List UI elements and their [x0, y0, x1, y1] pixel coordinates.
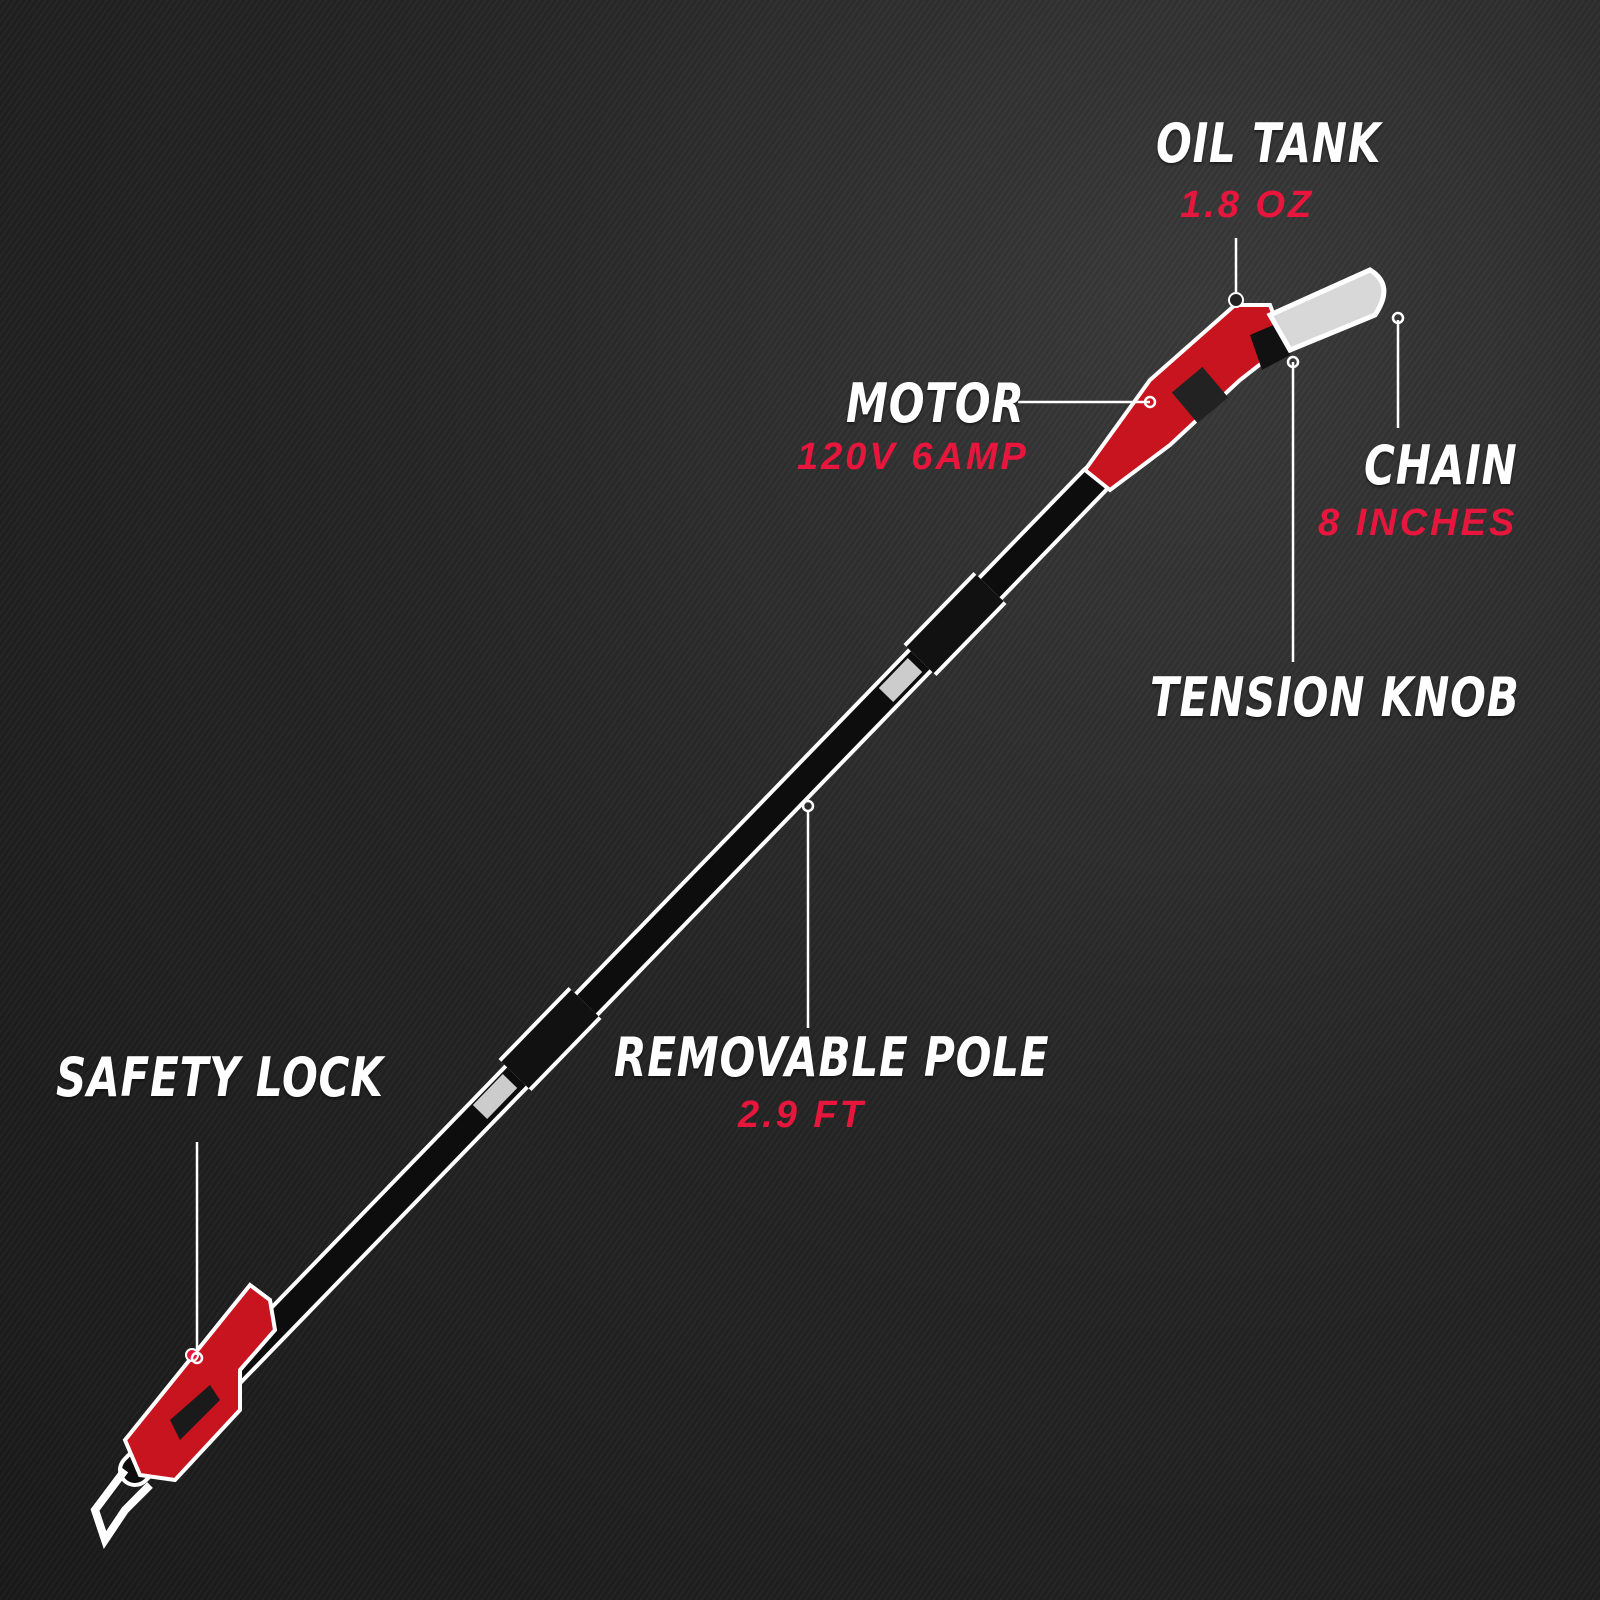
leader-lines	[190, 238, 1405, 1365]
tension-knob-label: TENSION KNOB	[1150, 666, 1520, 729]
motor-value: 120V 6AMP	[797, 436, 1029, 478]
oil-tank-value: 1.8 OZ	[1180, 184, 1315, 226]
motor-head	[1082, 292, 1290, 493]
handle	[90, 1282, 278, 1550]
oil-tank-cap	[1228, 292, 1244, 308]
safety-lock-label: SAFETY LOCK	[56, 1046, 384, 1109]
motor-label: MOTOR	[846, 372, 1025, 435]
chain-bar	[1266, 267, 1387, 354]
removable-pole-value: 2.9 FT	[738, 1094, 866, 1136]
oil-tank-label: OIL TANK	[1156, 112, 1382, 175]
pole-coupler	[472, 571, 1007, 1119]
chain-value: 8 INCHES	[1318, 502, 1518, 544]
removable-pole-label: REMOVABLE POLE	[614, 1026, 1050, 1089]
chain-label: CHAIN	[1364, 434, 1518, 497]
